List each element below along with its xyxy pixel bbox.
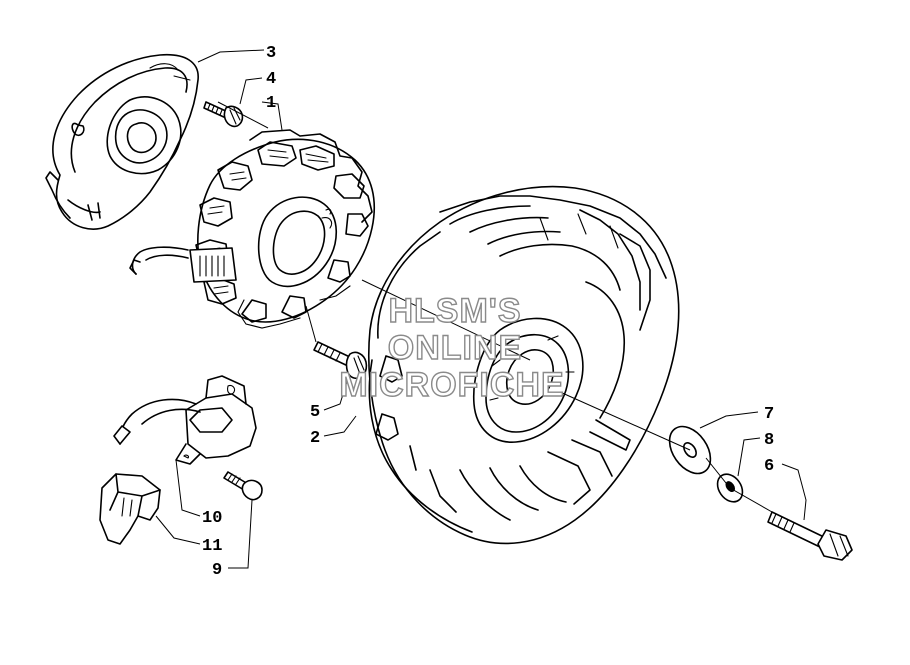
callout-1: 1 (266, 94, 276, 113)
screw-part-9 (223, 471, 263, 501)
callout-9: 9 (212, 561, 222, 580)
stator-part (129, 129, 376, 329)
callout-3: 3 (266, 44, 276, 63)
callout-11: 11 (202, 537, 222, 556)
callout-7: 7 (764, 405, 774, 424)
leader-lines (155, 49, 807, 569)
bolt-part-6 (767, 511, 853, 561)
watermark-line-1: HLSM'S (388, 292, 521, 330)
stator-plate-part (45, 53, 199, 230)
callout-5: 5 (310, 403, 320, 422)
callout-4: 4 (266, 70, 276, 89)
flywheel-part (368, 185, 680, 545)
callout-8: 8 (764, 431, 774, 450)
callout-10: 10 (202, 509, 222, 528)
callout-2: 2 (310, 429, 320, 448)
callout-6: 6 (764, 457, 774, 476)
screw-part-5 (313, 341, 368, 380)
watermark-line-3: MICROFICHE (339, 366, 564, 404)
watermark-line-2: ONLINE (388, 329, 522, 367)
pulser-coil-part (113, 375, 257, 465)
assembly-axis (217, 101, 773, 513)
screw-part-4 (203, 101, 244, 128)
watermark: HLSM'S ONLINE MICROFICHE (339, 291, 565, 404)
clamp-part (99, 473, 161, 545)
